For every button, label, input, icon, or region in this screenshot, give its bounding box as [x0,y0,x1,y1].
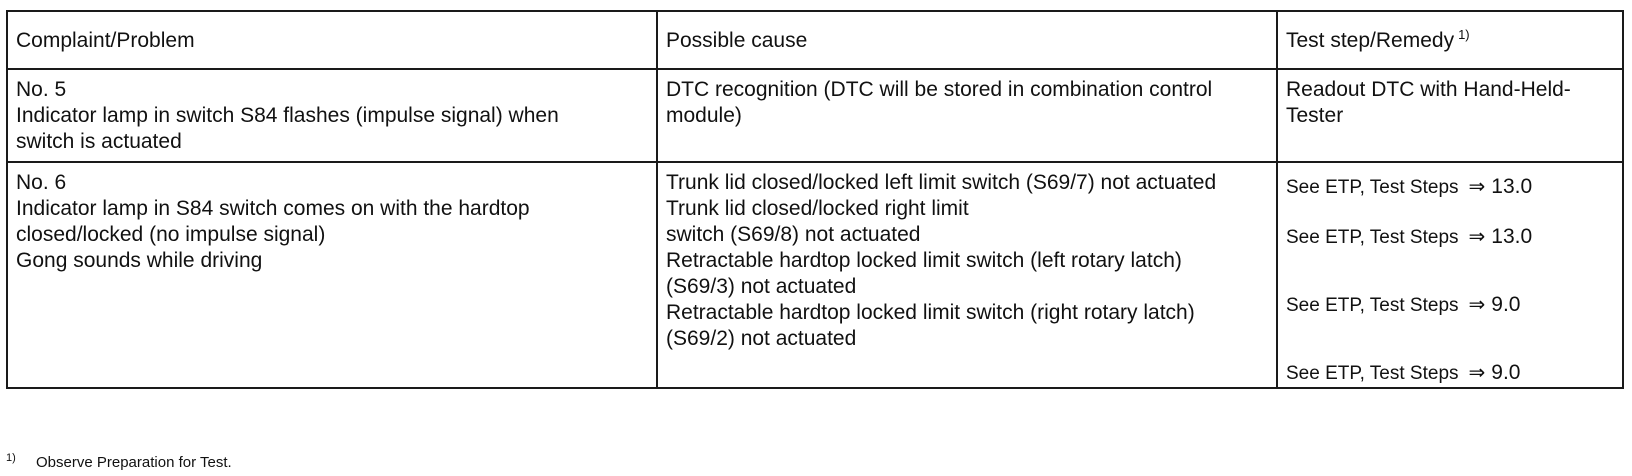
arrow-right-icon: ⇒ [1468,360,1486,384]
complaint-line: Indicator lamp in S84 switch comes on wi… [16,197,530,220]
test-step-number: 9.0 [1491,293,1521,316]
complaint-cell: No. 6 Indicator lamp in S84 switch comes… [6,161,658,389]
cause-line: Retractable hardtop locked limit switch … [666,301,1195,324]
document-page: Complaint/Problem Possible cause Test st… [6,10,1624,389]
arrow-right-icon: ⇒ [1468,292,1486,316]
remedy-text: See ETP, Test Steps [1286,295,1459,316]
table-row: No. 6 Indicator lamp in S84 switch comes… [6,161,1624,389]
cause-line: Trunk lid closed/locked left limit switc… [666,171,1217,194]
remedy-line: Tester [1286,104,1344,127]
remedy-text: See ETP, Test Steps [1286,227,1459,248]
remedy-text: See ETP, Test Steps [1286,363,1459,384]
cause-line: module) [666,104,742,127]
cause-line: (S69/2) not actuated [666,327,857,350]
cause-line: switch (S69/8) not actuated [666,223,921,246]
footnote-text: Observe Preparation for Test. [36,454,232,471]
test-step-number: 9.0 [1491,361,1521,384]
cause-line: DTC recognition (DTC will be stored in c… [666,78,1213,101]
remedy-line: Readout DTC with Hand-Held- [1286,78,1571,101]
header-complaint: Complaint/Problem [6,10,658,70]
table-header-row: Complaint/Problem Possible cause Test st… [6,10,1624,70]
complaint-line: Indicator lamp in switch S84 flashes (im… [16,104,559,127]
header-remedy-label: Test step/Remedy [1286,29,1455,52]
test-step-number: 13.0 [1491,175,1533,198]
complaint-line: closed/locked (no impulse signal) [16,223,326,246]
remedy-cell: Readout DTC with Hand-Held- Tester [1276,68,1624,163]
remedy-step: See ETP, Test Steps ⇒9.0 [1286,359,1614,387]
remedy-cell: See ETP, Test Steps⇒13.0 See ETP, Test S… [1276,161,1624,389]
cause-cell: DTC recognition (DTC will be stored in c… [656,68,1278,163]
cause-line: (S69/3) not actuated [666,275,857,298]
cause-line: Retractable hardtop locked limit switch … [666,249,1182,272]
remedy-step: See ETP, Test Steps ⇒9.0 [1286,291,1614,319]
complaint-number: No. 6 [16,171,67,194]
arrow-right-icon: ⇒ [1468,174,1486,198]
footnote: 1)Observe Preparation for Test. [6,452,232,472]
diagnosis-table: Complaint/Problem Possible cause Test st… [6,10,1624,389]
arrow-right-icon: ⇒ [1468,224,1486,248]
complaint-number: No. 5 [16,78,67,101]
complaint-cell: No. 5 Indicator lamp in switch S84 flash… [6,68,658,163]
table-row: No. 5 Indicator lamp in switch S84 flash… [6,68,1624,163]
header-cause: Possible cause [656,10,1278,70]
complaint-line: switch is actuated [16,130,182,153]
header-remedy-footnote-mark: 1) [1458,27,1470,42]
cause-line: Trunk lid closed/locked right limit [666,197,969,220]
cause-cell: Trunk lid closed/locked left limit switc… [656,161,1278,389]
remedy-text: See ETP, Test Steps [1286,177,1459,198]
remedy-step: See ETP, Test Steps ⇒13.0 [1286,173,1614,201]
complaint-line: Gong sounds while driving [16,249,263,272]
test-step-number: 13.0 [1491,225,1533,248]
remedy-step: See ETP, Test Steps ⇒13.0 [1286,223,1614,251]
